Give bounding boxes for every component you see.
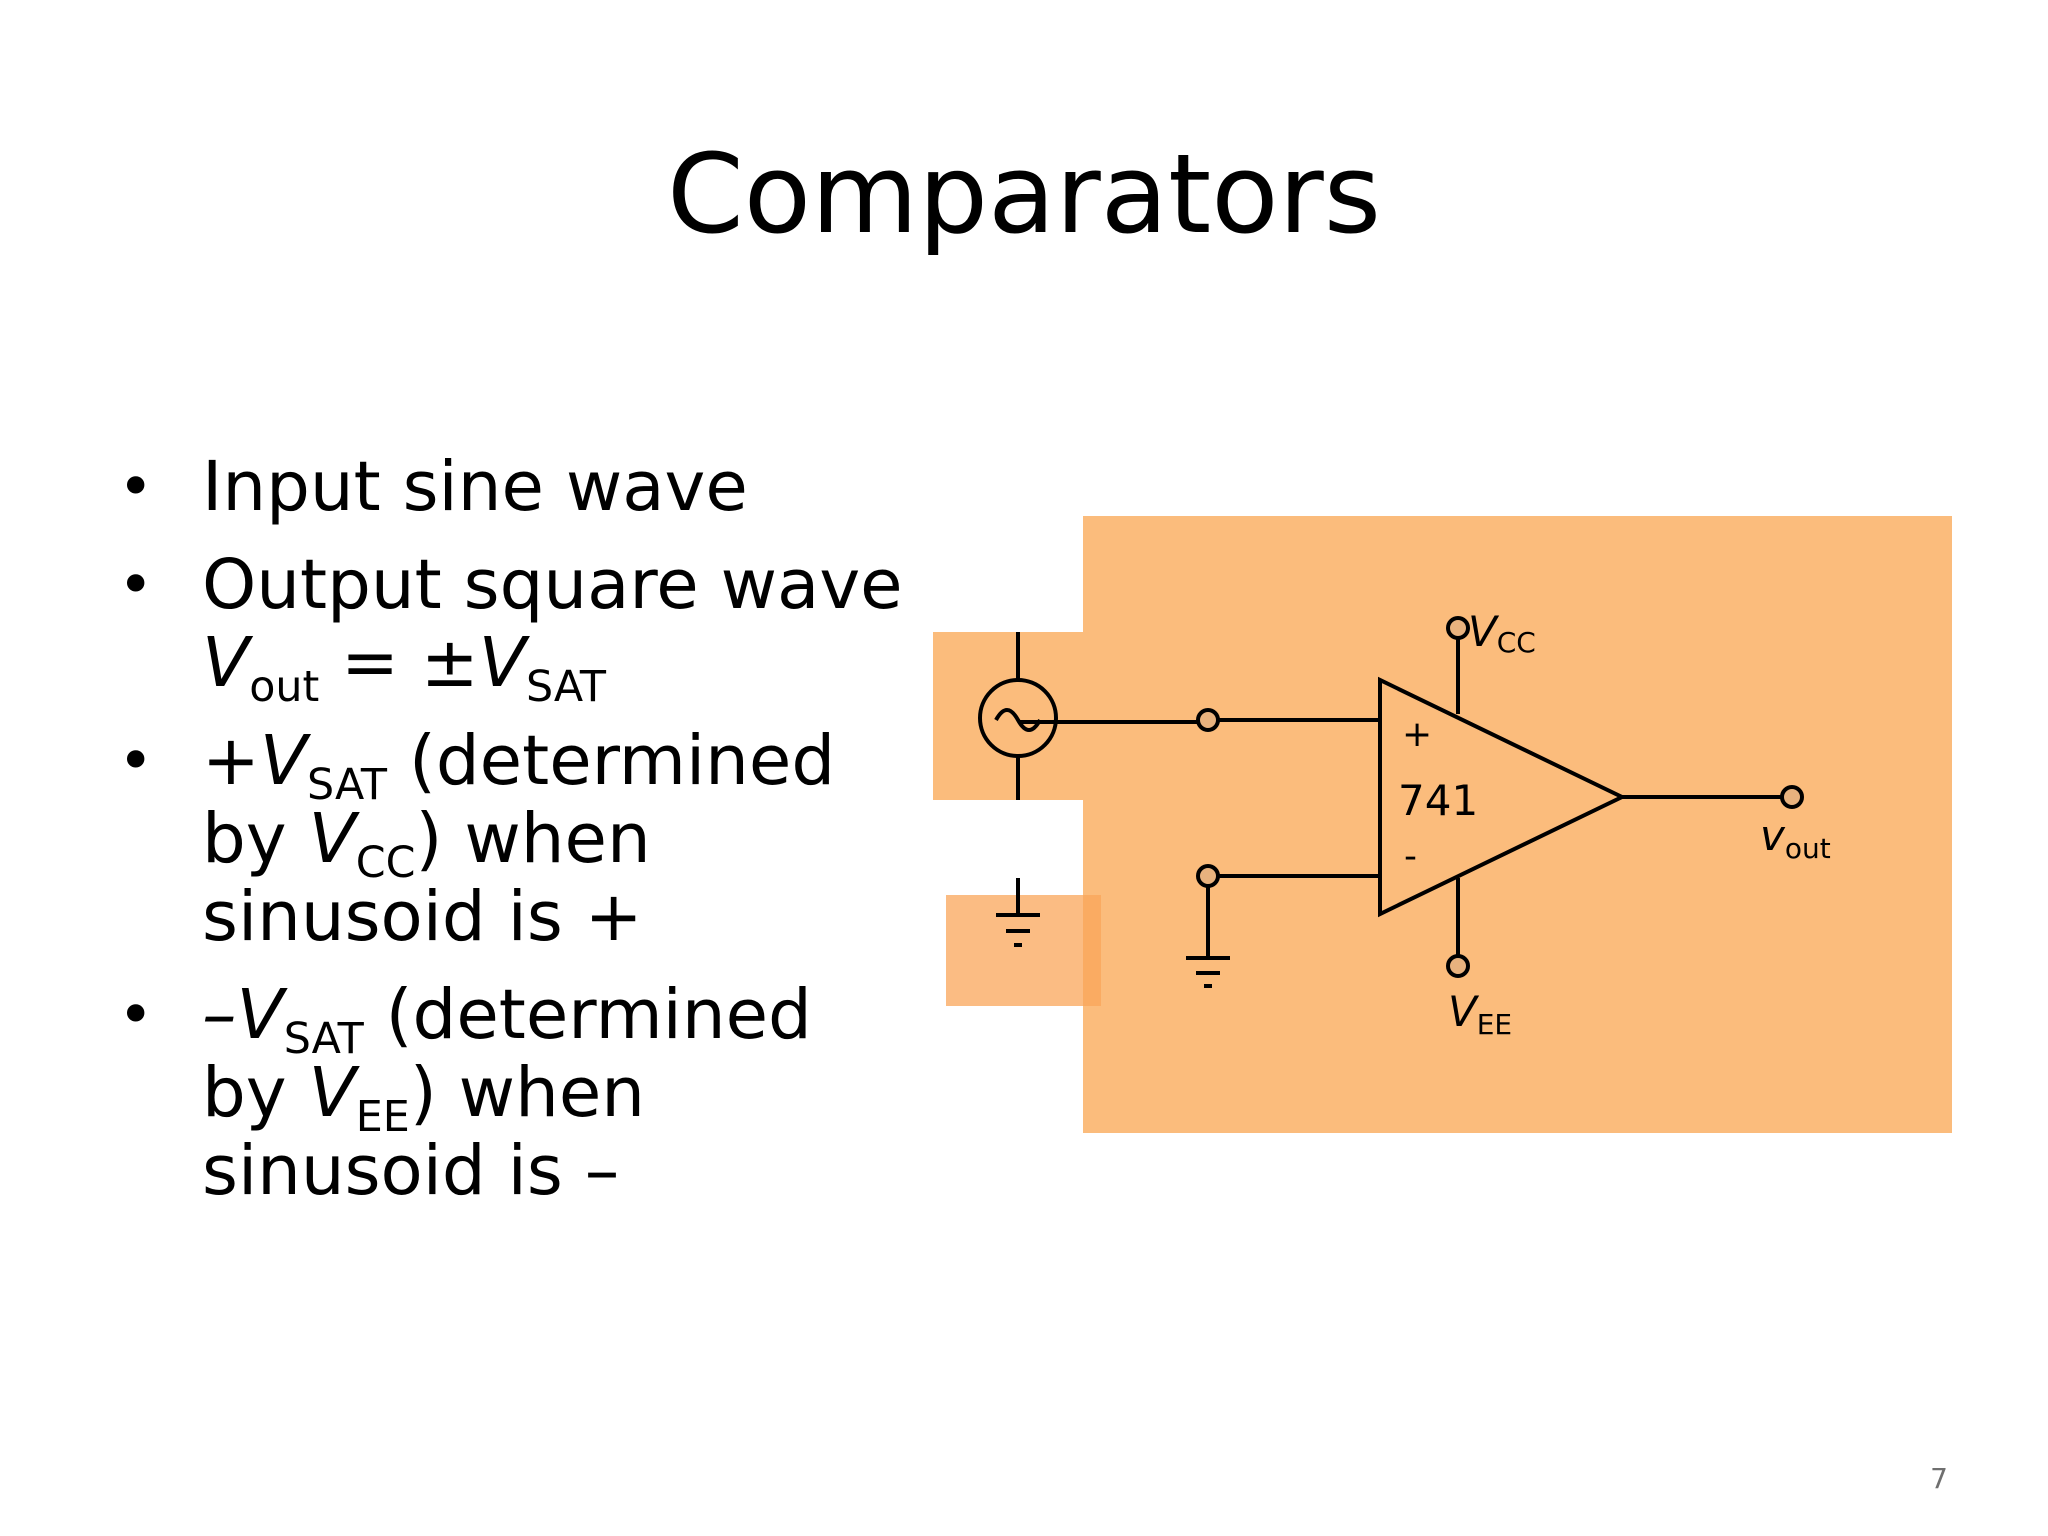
bullet-text-segment: (determined by [202,721,836,879]
page-number: 7 [1930,1462,1948,1495]
plus-input-symbol: + [1402,714,1432,755]
vee-label: VEE [1448,987,1512,1041]
bullet-text-segment: Input sine wave [202,447,748,527]
bullet-item: •–VSAT (determined by VEE) when sinusoid… [118,976,918,1210]
bullet-text-segment: out [249,661,320,712]
bullet-text-segment: Output square wave [202,545,903,625]
output-terminal [1780,785,1804,809]
bullet-dot-icon: • [118,452,154,522]
bullet-text-segment: V [202,623,250,703]
bullet-dot-icon: • [118,726,154,796]
slide-title: Comparators [666,130,1382,258]
vee-terminal [1446,954,1470,978]
opamp-triangle [1378,676,1627,918]
bullet-text-segment: ) when sinusoid is + [202,799,651,957]
source-panel-extension [933,632,1093,800]
bullet-text-segment: SAT [525,661,606,712]
bullet-text-segment: V [308,1053,356,1133]
bullet-dot-icon: • [118,550,154,620]
bullet-text-segment: ) when sinusoid is – [202,1053,646,1211]
inverting-input-terminal [1196,864,1220,888]
bullet-text-segment: V [478,623,526,703]
circuit-panel [1083,516,1952,1133]
input-terminal [1196,708,1220,732]
bullet-text-segment: –V [202,975,284,1055]
bullet-text-segment: (determined by [202,975,812,1133]
minus-input-symbol: - [1404,836,1417,877]
bullet-dot-icon: • [118,980,154,1050]
bullet-text-segment: = ± [319,623,479,703]
ground-highlight [946,895,1101,1006]
bullet-item: •+VSAT (determined by VCC) when sinusoid… [118,722,918,956]
vcc-label: VCC [1468,607,1536,659]
bullet-text-segment: +V [202,721,308,801]
bullet-item: • Input sine wave [118,448,918,526]
opamp-part-number: 741 [1398,776,1478,825]
vout-label: vout [1760,811,1831,865]
bullet-text-segment: V [308,799,356,879]
vcc-terminal [1446,616,1470,640]
